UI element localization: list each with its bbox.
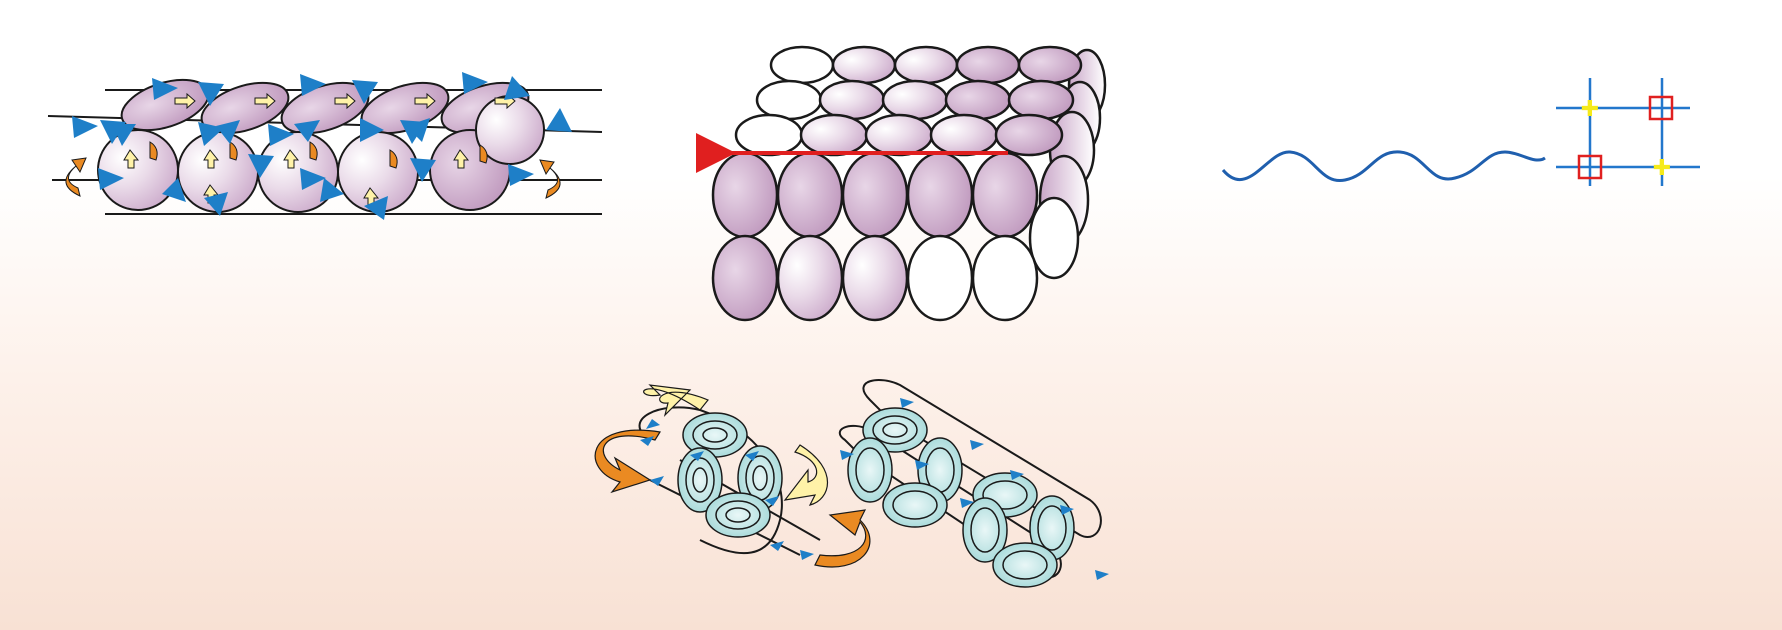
orbital-rotation-arrows [594,384,871,568]
spin-chain-panel [47,72,603,220]
orbital-panel [594,379,1109,588]
stack-front-row-1 [711,151,1039,239]
wave-line [1221,150,1546,182]
wave-lattice-panel: ✚ ✚ [1221,78,1700,186]
lattice-site-markers [1577,95,1674,180]
lattice-star-markers: ✚ ✚ [1581,97,1671,181]
sphere-stack-panel [696,45,1107,322]
sphere-row [97,95,545,213]
stack-layer-1 [769,45,1083,85]
svg-text:✚: ✚ [1653,156,1671,181]
orbital-assembly-right [838,379,1102,588]
stack-layer-2 [755,79,1075,121]
orbital-spin-arrowheads [640,398,1109,580]
svg-text:✚: ✚ [1581,97,1599,122]
lattice-grid [1556,78,1700,186]
orbital-assembly-left [594,384,871,568]
stack-layer-3 [734,113,1064,157]
spin-arrowheads [72,72,572,220]
stack-front-row-2 [711,234,1039,322]
